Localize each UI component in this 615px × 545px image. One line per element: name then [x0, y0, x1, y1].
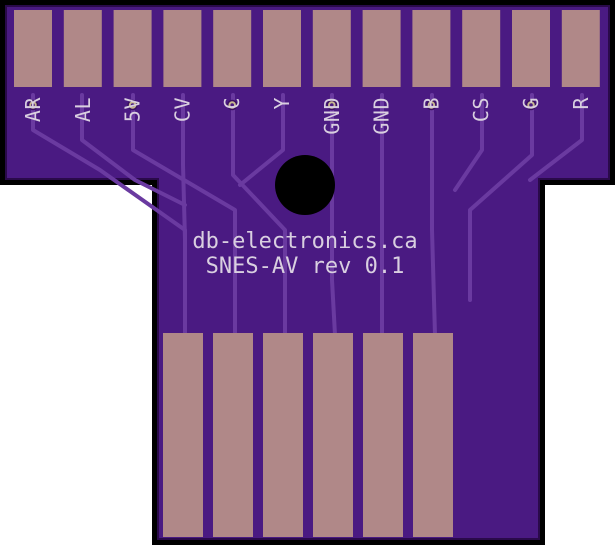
via-hole-4	[230, 103, 234, 107]
trace	[238, 93, 285, 187]
pin-label-3: CV	[170, 97, 194, 122]
top-pad-3	[163, 10, 202, 87]
pin-label-10: G	[519, 97, 543, 110]
edge-pad-5	[413, 333, 453, 537]
via-hole-10	[529, 103, 533, 107]
pin-label-0: AR	[21, 97, 45, 123]
via-hole-2	[130, 103, 135, 107]
pin-label-11: R	[569, 97, 593, 110]
copper-traces	[31, 93, 584, 337]
trace	[453, 93, 484, 192]
pin-label-8: B	[419, 97, 443, 110]
trace	[181, 93, 187, 242]
edge-connector-pads	[163, 333, 453, 537]
pin-label-6: GND	[320, 97, 344, 135]
top-pad-0	[14, 10, 52, 87]
top-pad-2	[113, 10, 152, 87]
trace	[231, 93, 287, 337]
top-pad-11	[561, 10, 600, 87]
top-pad-9	[462, 10, 501, 87]
pin-label-5: Y	[270, 97, 294, 110]
trace	[330, 93, 337, 337]
top-pad-7	[362, 10, 401, 87]
pin-label-9: CS	[469, 97, 493, 122]
vias	[27, 99, 537, 111]
trace	[31, 93, 187, 337]
top-pad-6	[312, 10, 351, 87]
top-pad-4	[213, 10, 252, 87]
trace	[528, 93, 584, 182]
pin-label-4: C	[220, 97, 244, 110]
via-hole-6	[330, 103, 334, 107]
top-pad-1	[63, 10, 102, 87]
top-pad-10	[512, 10, 550, 87]
edge-pad-3	[313, 333, 353, 537]
trace	[468, 93, 534, 302]
top-pad-5	[263, 10, 301, 87]
board-title-line1: db-electronics.ca	[192, 229, 417, 254]
via-hole-0	[31, 103, 35, 107]
board-substrate	[5, 5, 610, 540]
pin-label-7: GND	[370, 97, 394, 135]
edge-pad-4	[363, 333, 403, 537]
top-pad-8	[412, 10, 451, 87]
board-title-line2: SNES-AV rev 0.1	[206, 254, 405, 279]
edge-pad-2	[263, 333, 303, 537]
top-pads	[14, 10, 600, 87]
trace	[80, 93, 187, 207]
via-hole-8	[429, 103, 434, 107]
pin-label-2: 5V	[121, 97, 145, 122]
edge-pad-0	[163, 333, 203, 537]
pin-labels: AR AL 5V CV C Y GND GND B CS G R	[21, 97, 593, 135]
trace	[430, 93, 437, 337]
pin-label-1: AL	[71, 97, 95, 122]
mounting-hole	[275, 155, 335, 215]
edge-pad-1	[213, 333, 253, 537]
